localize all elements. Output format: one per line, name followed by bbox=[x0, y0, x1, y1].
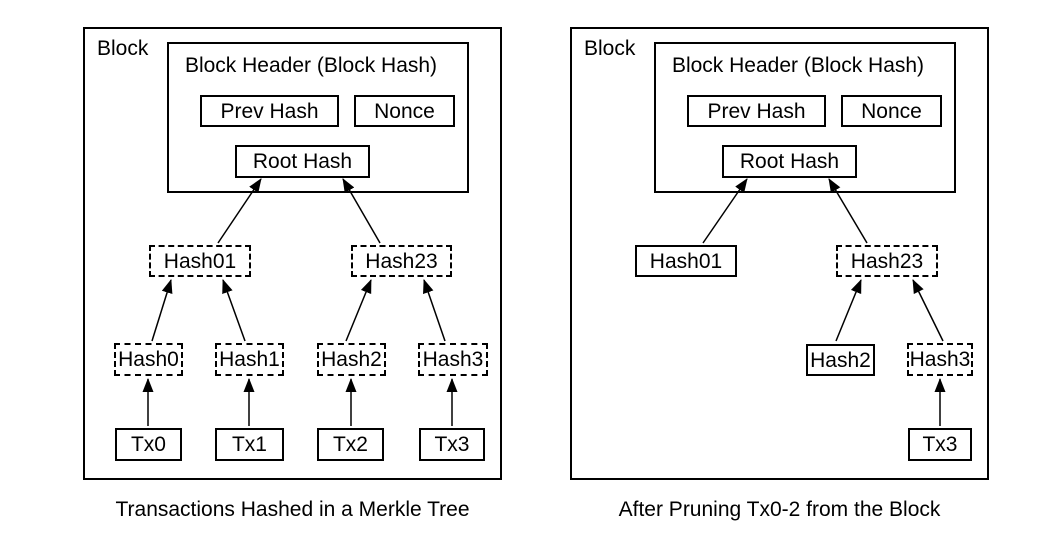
panel-merkle-tree: Block Block Header (Block Hash) Prev Has… bbox=[83, 27, 502, 521]
node-hash01: Hash01 bbox=[635, 245, 737, 277]
panel-pruned-tree: Block Block Header (Block Hash) Prev Has… bbox=[570, 27, 989, 521]
node-hash1: Hash1 bbox=[215, 343, 284, 376]
node-tx1: Tx1 bbox=[215, 428, 284, 461]
root-hash-box: Root Hash bbox=[235, 145, 370, 178]
node-tx3: Tx3 bbox=[419, 428, 485, 461]
node-hash2: Hash2 bbox=[317, 343, 386, 376]
block-label: Block bbox=[97, 37, 149, 60]
node-hash3: Hash3 bbox=[907, 343, 973, 376]
caption-pruned-tree: After Pruning Tx0-2 from the Block bbox=[618, 498, 941, 521]
node-hash0: Hash0 bbox=[114, 343, 183, 376]
prev-hash-box: Prev Hash bbox=[200, 95, 339, 127]
node-hash23: Hash23 bbox=[351, 245, 452, 277]
block-header-title: Block Header (Block Hash) bbox=[671, 54, 925, 77]
node-tx0: Tx0 bbox=[115, 428, 182, 461]
block-outline bbox=[570, 27, 989, 480]
block-outline bbox=[83, 27, 502, 480]
nonce-box: Nonce bbox=[841, 95, 942, 127]
block-header-box: Block Header (Block Hash) Prev Hash Nonc… bbox=[654, 42, 956, 193]
node-hash01: Hash01 bbox=[149, 245, 251, 277]
prev-hash-box: Prev Hash bbox=[687, 95, 826, 127]
root-hash-box: Root Hash bbox=[722, 145, 857, 178]
block-header-box: Block Header (Block Hash) Prev Hash Nonc… bbox=[167, 42, 469, 193]
block-header-title: Block Header (Block Hash) bbox=[184, 54, 438, 77]
caption-merkle-tree: Transactions Hashed in a Merkle Tree bbox=[115, 498, 470, 521]
nonce-box: Nonce bbox=[354, 95, 455, 127]
node-tx2: Tx2 bbox=[317, 428, 384, 461]
node-hash3: Hash3 bbox=[418, 343, 488, 376]
block-label: Block bbox=[584, 37, 636, 60]
node-hash2: Hash2 bbox=[806, 344, 875, 376]
node-tx3: Tx3 bbox=[908, 428, 972, 461]
node-hash23: Hash23 bbox=[836, 245, 938, 277]
